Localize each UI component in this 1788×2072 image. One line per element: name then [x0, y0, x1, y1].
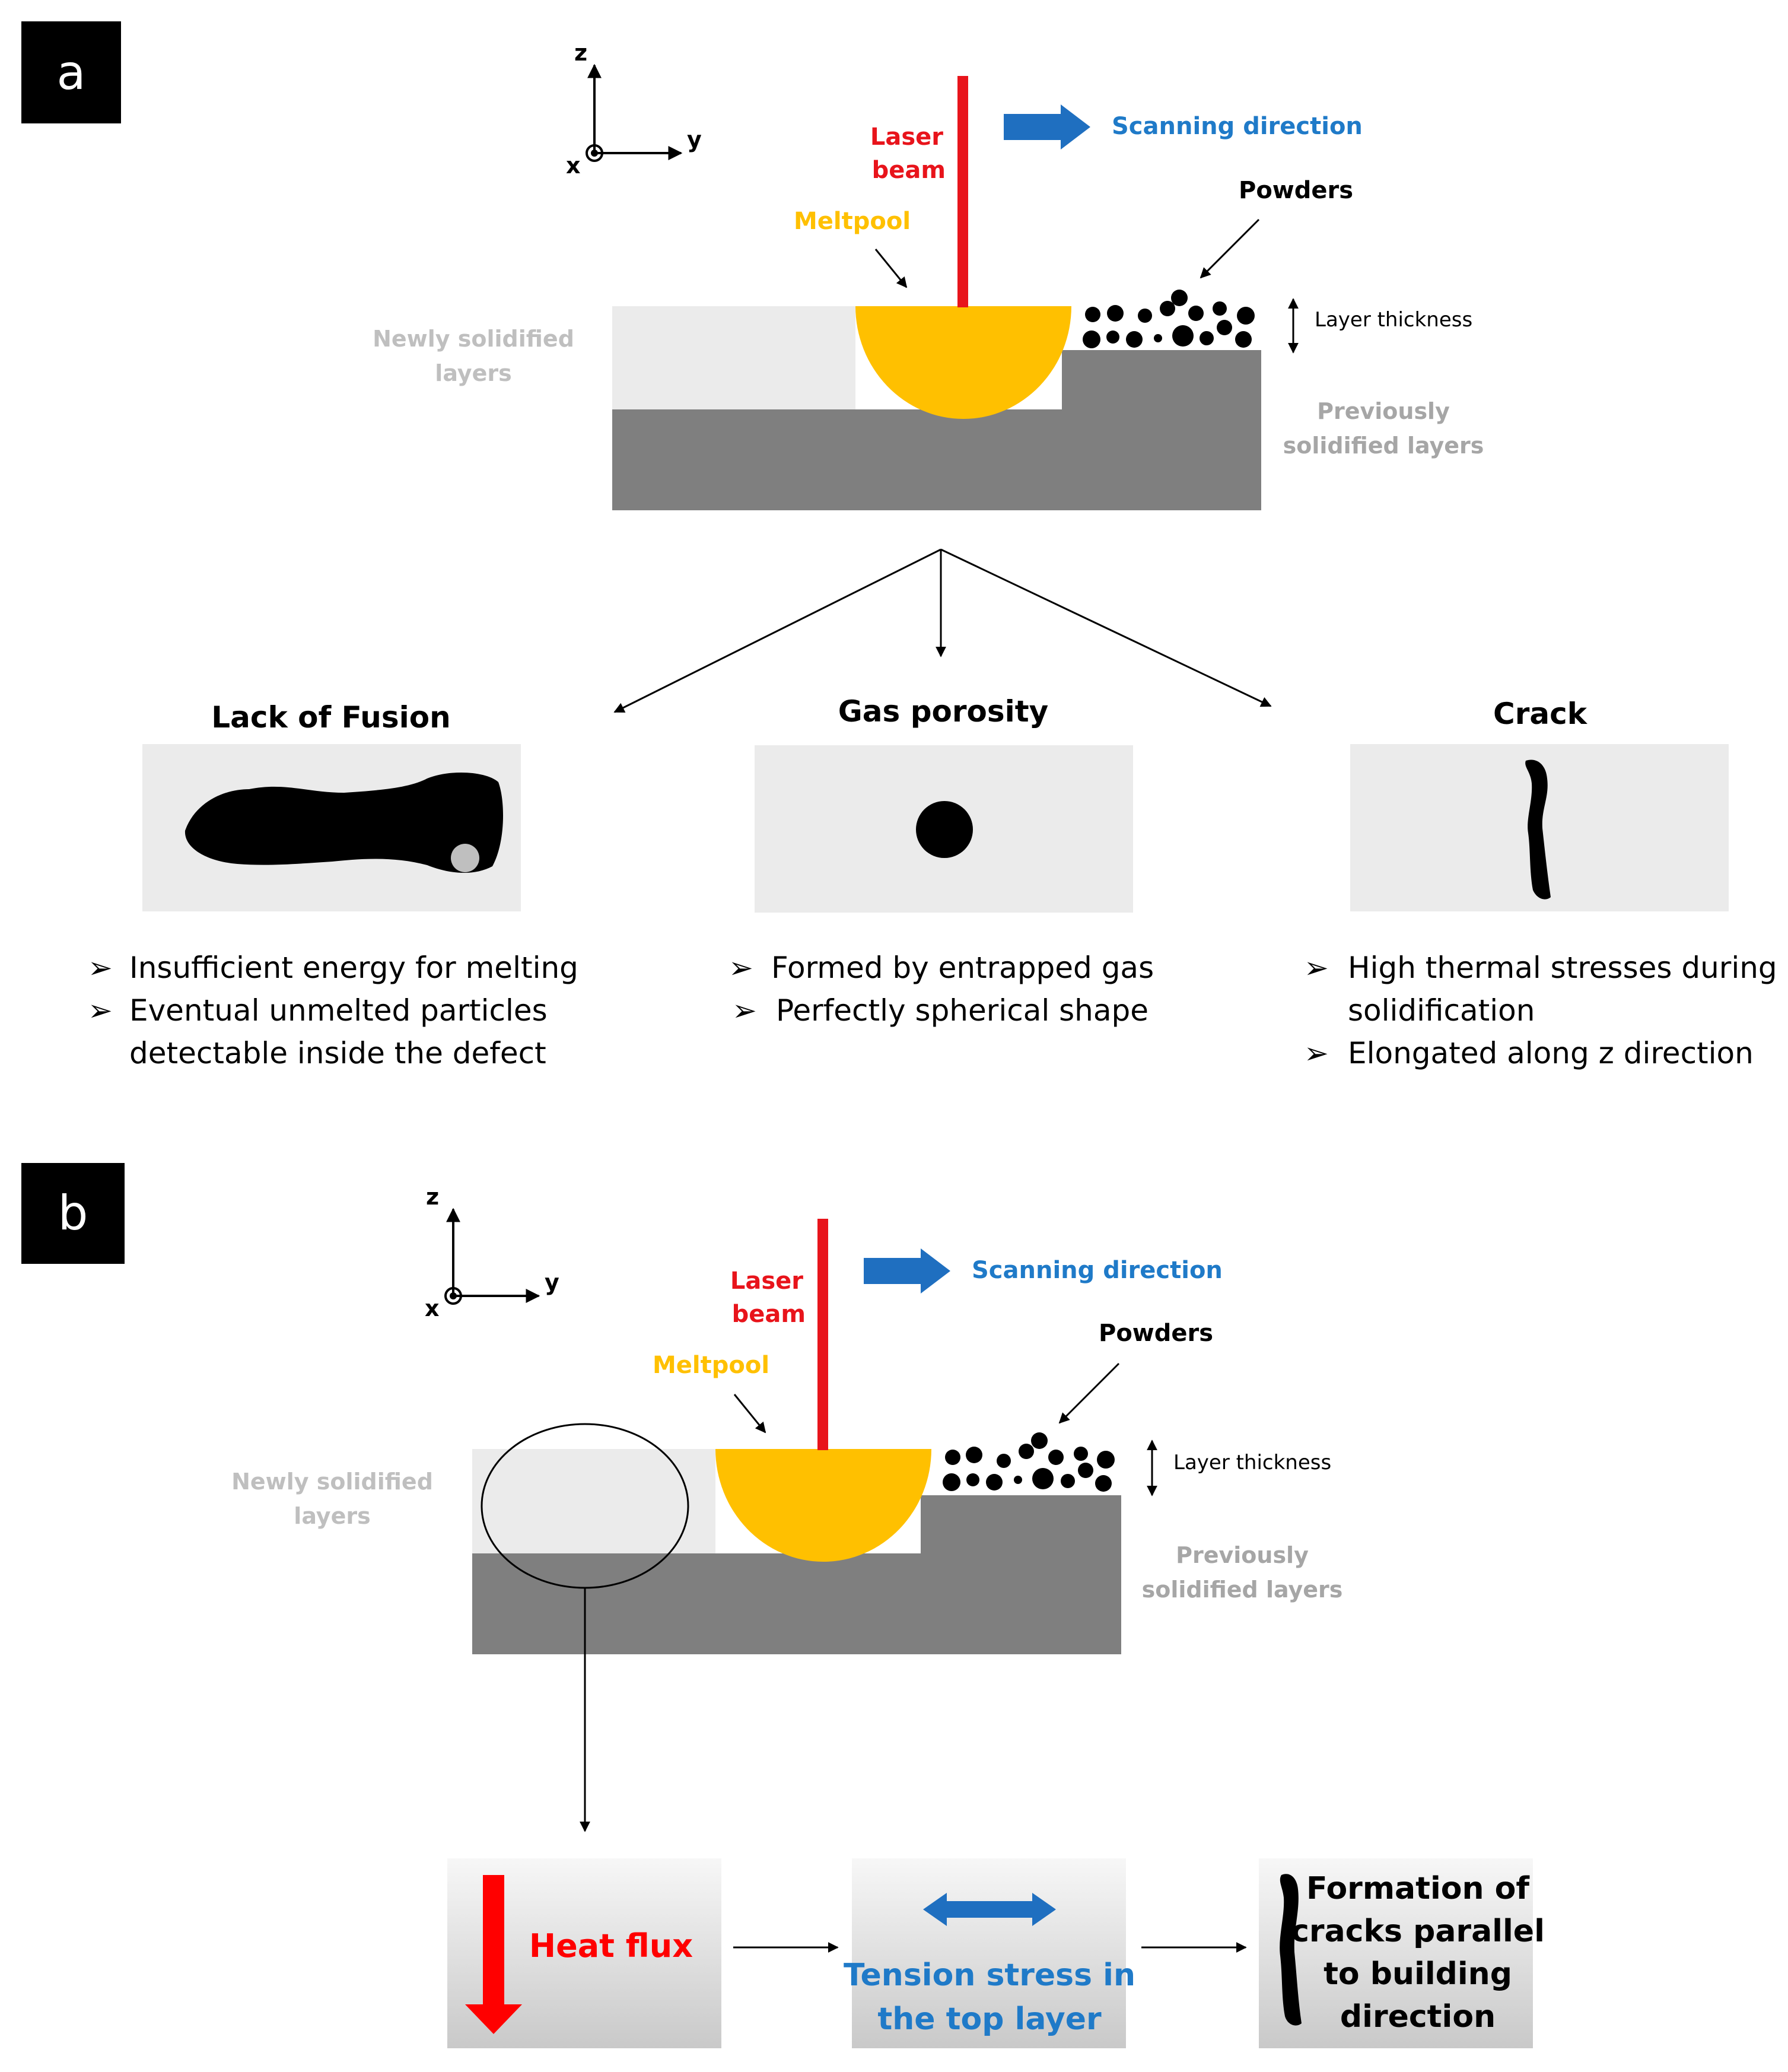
bullet-arrow-icon: ➢	[728, 951, 753, 985]
tension-label-line2: the top layer	[877, 2001, 1102, 2037]
unmelted-particle	[451, 844, 479, 872]
newly-solidified-label-line2: layers	[294, 1503, 370, 1529]
defect-gas-porosity: Gas porosity ➢ Formed by entrapped gas ➢…	[728, 694, 1154, 1028]
newly-solidified-label-line1: Newly solidified	[231, 1469, 433, 1495]
axes-icon	[444, 1207, 540, 1305]
crack-icon	[1280, 1874, 1302, 2026]
bullet-arrow-icon: ➢	[1304, 1036, 1329, 1070]
defect-title: Gas porosity	[838, 694, 1049, 729]
bullet-arrow-icon: ➢	[1304, 951, 1329, 985]
heat-flux-label: Heat flux	[529, 1927, 693, 1965]
formation-label-line4: direction	[1340, 1999, 1496, 2035]
laser-beam	[957, 76, 968, 307]
scan-direction-label: Scanning direction	[972, 1257, 1223, 1284]
previously-solidified-label-line2: solidified layers	[1142, 1577, 1343, 1603]
flow-box	[852, 1858, 1126, 2048]
laser-label-line2: beam	[732, 1301, 806, 1328]
meltpool-shape	[855, 306, 1071, 419]
panel-a-label-box	[21, 21, 121, 123]
tension-arrow-icon	[923, 1893, 1056, 1926]
defect-title: Crack	[1493, 697, 1588, 731]
lack-of-fusion-void	[184, 772, 504, 873]
previously-solidified-base	[612, 409, 1261, 510]
defect-title: Lack of Fusion	[211, 700, 451, 735]
defect-crack: Crack ➢ High thermal stresses during sol…	[1304, 697, 1777, 1070]
scan-direction-arrow-icon	[864, 1248, 950, 1294]
powders-pointer	[1058, 1362, 1120, 1424]
laser-label-line2: beam	[872, 157, 946, 184]
meltpool-label: Meltpool	[653, 1352, 769, 1379]
newly-solidified-label-line2: layers	[435, 360, 511, 386]
meltpool-label: Meltpool	[794, 208, 911, 235]
meltpool-shape	[715, 1449, 931, 1562]
newly-solidified-layer	[612, 306, 855, 409]
axes-icon	[586, 63, 683, 162]
scan-direction-label: Scanning direction	[1112, 113, 1363, 140]
bullet-text: High thermal stresses during	[1348, 951, 1777, 985]
laser-label-line1: Laser	[870, 123, 943, 151]
heat-flux-arrow-icon	[465, 1875, 522, 2034]
defect-branch-arrows	[613, 548, 1272, 713]
panel-b: b z y x Laser beam Scanning direction Me…	[21, 1163, 1545, 2048]
laser-label-line1: Laser	[730, 1267, 803, 1295]
crack-formation-box: Formation of cracks parallel to building…	[1259, 1858, 1545, 2048]
previously-solidified-base	[472, 1553, 1121, 1654]
newly-solidified-label-line1: Newly solidified	[373, 326, 574, 352]
tension-box: Tension stress in the top layer	[844, 1858, 1135, 2048]
bullet-arrow-icon: ➢	[732, 993, 757, 1028]
formation-label-line2: cracks parallel	[1291, 1914, 1545, 1949]
meltpool-pointer	[733, 1394, 766, 1434]
axis-y-label: y	[545, 1269, 559, 1295]
panel-b-label-box	[21, 1163, 125, 1264]
bullet-text-continued: solidification	[1348, 993, 1535, 1028]
axis-z-label: z	[574, 40, 587, 66]
tension-label-line1: Tension stress in	[844, 1957, 1135, 1993]
meltpool-pointer	[874, 249, 908, 288]
previously-solidified-step	[921, 1495, 1121, 1561]
bullet-text: Eventual unmelted particles	[129, 993, 548, 1028]
formation-label-line3: to building	[1323, 1956, 1512, 1992]
powders-pointer	[1200, 218, 1260, 279]
crack-shape	[1525, 759, 1551, 900]
layer-thickness-label: Layer thickness	[1315, 308, 1472, 332]
flow-box	[1259, 1858, 1533, 2048]
laser-beam	[817, 1219, 828, 1450]
powder-particles	[943, 1432, 1115, 1492]
defect-lack-of-fusion: Lack of Fusion ➢ Insufficient energy for…	[88, 700, 578, 1070]
scan-direction-arrow-icon	[1004, 104, 1090, 150]
panel-b-label: b	[58, 1186, 88, 1241]
axis-x-label: x	[425, 1295, 440, 1321]
bullet-text-continued: detectable inside the defect	[129, 1036, 546, 1070]
panel-a-label: a	[56, 45, 85, 100]
newly-solidified-layer	[472, 1449, 715, 1553]
previously-solidified-step	[1062, 350, 1261, 415]
bullet-text: Insufficient energy for melting	[129, 951, 578, 985]
axis-x-label: x	[566, 152, 581, 179]
gas-pore	[916, 801, 973, 858]
bullet-text: Perfectly spherical shape	[776, 993, 1148, 1028]
layer-thickness-label: Layer thickness	[1173, 1451, 1331, 1474]
bullet-text: Elongated along z direction	[1348, 1036, 1754, 1070]
panel-a: a z y x Laser beam Scanning direction Me…	[21, 21, 1777, 1070]
previously-solidified-label-line1: Previously	[1317, 398, 1450, 424]
axis-z-label: z	[426, 1184, 439, 1210]
formation-label-line1: Formation of	[1306, 1871, 1530, 1906]
axis-y-label: y	[687, 126, 702, 152]
powders-label: Powders	[1099, 1320, 1213, 1347]
previously-solidified-label-line1: Previously	[1176, 1542, 1309, 1568]
bullet-text: Formed by entrapped gas	[771, 951, 1154, 985]
bullet-arrow-icon: ➢	[88, 951, 113, 985]
powder-particles	[1083, 290, 1255, 348]
heat-flux-box: Heat flux	[447, 1858, 721, 2048]
previously-solidified-label-line2: solidified layers	[1283, 433, 1484, 459]
powders-label: Powders	[1239, 177, 1353, 204]
bullet-arrow-icon: ➢	[88, 993, 113, 1028]
